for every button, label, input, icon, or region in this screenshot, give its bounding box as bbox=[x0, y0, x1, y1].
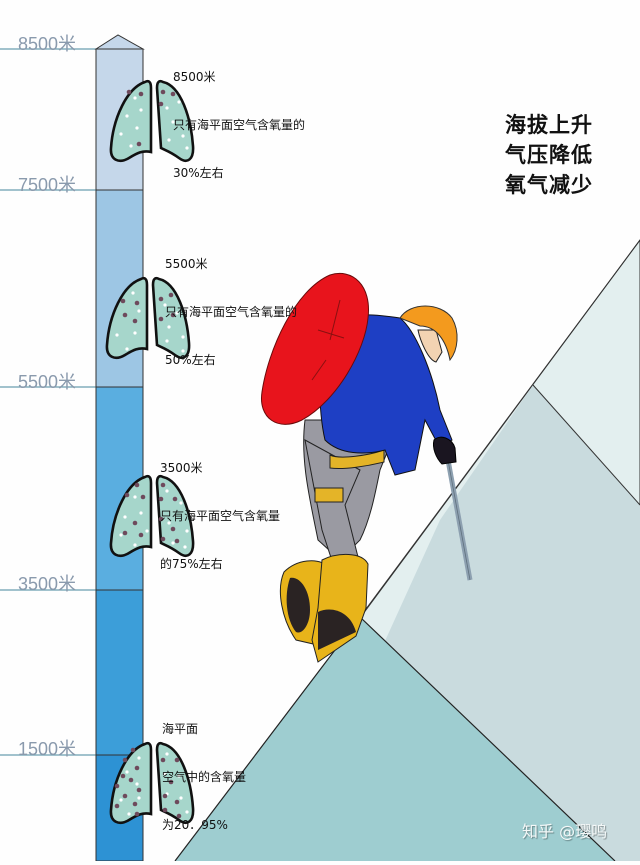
altitude-gridlines bbox=[0, 48, 96, 756]
lungs-5500m bbox=[105, 276, 191, 360]
lungs-3500m bbox=[109, 474, 195, 558]
altitude-label-7500: 7500米 bbox=[18, 175, 77, 195]
lungs-sea-level bbox=[109, 741, 195, 825]
note-8500m-line-3: 30%左右 bbox=[173, 166, 224, 180]
note-5500m-line-3: 50%左右 bbox=[165, 353, 216, 367]
note-8500m: 8500米 只有海平面空气含氧量的 30%左右 bbox=[173, 37, 305, 213]
note-5500m-line-2: 只有海平面空气含氧量的 bbox=[165, 305, 298, 319]
note-8500m-line-2: 只有海平面空气含氧量的 bbox=[173, 118, 306, 132]
note-sea-level-line-3: 为20．95% bbox=[162, 818, 228, 832]
lungs-8500m bbox=[109, 79, 195, 163]
altitude-label-3500: 3500米 bbox=[18, 574, 77, 594]
note-5500m-line-1: 5500米 bbox=[165, 257, 208, 271]
note-sea-level: 海平面 空气中的含氧量 为20．95% bbox=[162, 689, 246, 865]
headline-line-3: 氧气减少 bbox=[505, 173, 593, 197]
watermark: 知乎 @璎鸣 bbox=[522, 822, 608, 841]
climber-illustration bbox=[261, 273, 473, 663]
mountain-front-slope bbox=[175, 617, 615, 861]
headline: 海拔上升 气压降低 氧气减少 bbox=[505, 110, 593, 200]
note-3500m: 3500米 只有海平面空气含氧量 的75%左右 bbox=[160, 428, 280, 604]
climber-helmet bbox=[399, 305, 458, 362]
climber-face bbox=[417, 329, 443, 363]
altitude-label-8500: 8500米 bbox=[18, 34, 77, 54]
note-3500m-line-2: 只有海平面空气含氧量 bbox=[160, 509, 281, 523]
climber-glove bbox=[433, 436, 457, 465]
note-sea-level-line-2: 空气中的含氧量 bbox=[162, 770, 247, 784]
note-5500m: 5500米 只有海平面空气含氧量的 50%左右 bbox=[165, 224, 297, 400]
note-3500m-line-1: 3500米 bbox=[160, 461, 203, 475]
note-8500m-line-1: 8500米 bbox=[173, 70, 216, 84]
headline-line-2: 气压降低 bbox=[505, 143, 593, 167]
altitude-label-1500: 1500米 bbox=[18, 739, 77, 759]
climber-backpack bbox=[261, 273, 370, 425]
note-sea-level-line-1: 海平面 bbox=[162, 722, 199, 736]
headline-line-1: 海拔上升 bbox=[505, 113, 593, 137]
altitude-label-5500: 5500米 bbox=[18, 372, 77, 392]
note-3500m-line-3: 的75%左右 bbox=[160, 557, 223, 571]
